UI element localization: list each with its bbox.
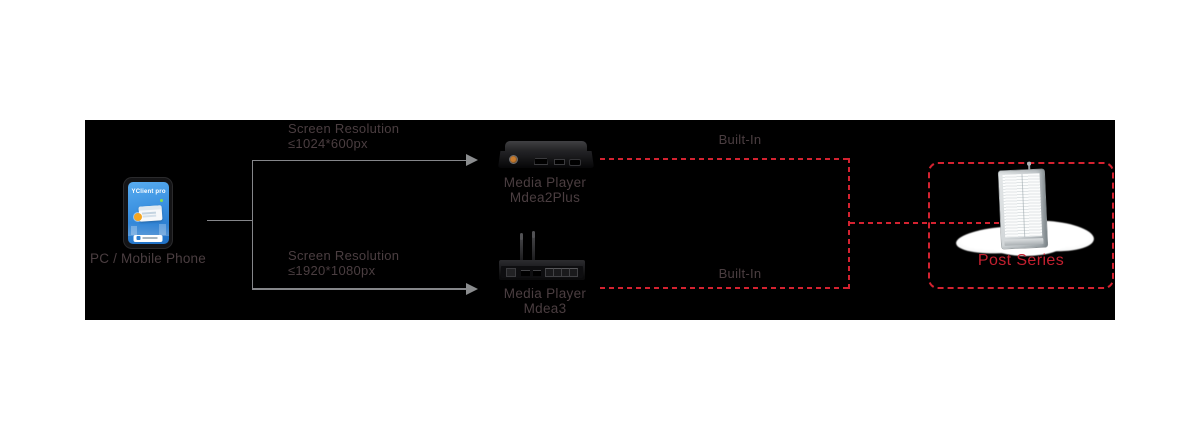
device-top-line2: Mdea2Plus (509, 190, 581, 205)
antenna-tip (519, 233, 523, 240)
builtin-label-bottom: Built-In (718, 266, 762, 281)
device-bottom-line1: Media Player (503, 286, 587, 301)
resolution-top-line1: Screen Resolution (288, 121, 400, 136)
media-player-router-icon (499, 231, 585, 282)
diagram-black-panel (85, 120, 1115, 320)
app-title: YClient pro (131, 189, 166, 195)
phone-icon: YClient pro (124, 178, 172, 248)
resolution-annotation-top: Screen Resolution ≤1024*600px (288, 121, 400, 151)
io-port-icon (533, 270, 541, 276)
resolution-bottom-line1: Screen Resolution (288, 248, 400, 263)
antenna-icon (532, 232, 535, 262)
dashed-connector-vertical (848, 158, 850, 289)
display-antenna-tip (1026, 161, 1031, 166)
device-top-line1: Media Player (503, 175, 587, 190)
app-window-titlebar (138, 205, 162, 211)
app-logo-icon (136, 236, 140, 240)
skyline-graphic (127, 223, 169, 236)
arrow-right-icon (466, 282, 478, 295)
dashed-connector-top (600, 158, 850, 160)
connector-branch-vertical (251, 160, 253, 289)
media-player-top-label: Media Player Mdea2Plus (495, 175, 595, 205)
power-port-icon (569, 158, 581, 166)
arrow-right-icon (466, 154, 478, 167)
app-footer-pill (133, 234, 163, 242)
antenna-icon (520, 234, 523, 262)
antenna-tip (531, 231, 535, 238)
connector-branch-top (252, 160, 466, 162)
resolution-top-line2: ≤1024*600px (288, 135, 368, 151)
building-graphic (130, 226, 137, 235)
status-dot-icon (159, 199, 163, 202)
app-footer-text-line (142, 237, 157, 239)
ethernet-port-icon (569, 268, 578, 277)
phone-screen: YClient pro (127, 182, 169, 244)
building-graphic (158, 224, 166, 235)
box-top-face (505, 141, 587, 153)
io-port-icon (521, 270, 530, 276)
connector-source-stub (207, 219, 252, 221)
hdmi-port-icon (534, 158, 548, 165)
media-player-box-icon (498, 141, 594, 171)
source-label: PC / Mobile Phone (90, 251, 206, 266)
app-window-lines (141, 211, 156, 215)
connector-branch-bottom (252, 288, 466, 290)
output-dashed-box (928, 162, 1114, 289)
app-window-graphic (138, 205, 162, 222)
lan-port-icon (506, 268, 516, 277)
media-player-bottom-label: Media Player Mdea3 (495, 286, 595, 316)
builtin-label-top: Built-In (718, 132, 762, 147)
output-series-label: Post Series (977, 252, 1065, 269)
poster-display-icon (998, 161, 1048, 249)
orange-badge-icon (133, 213, 142, 221)
device-bottom-line2: Mdea3 (523, 301, 567, 316)
resolution-bottom-line2: ≤1920*1080px (288, 262, 376, 278)
dashed-connector-output (850, 222, 1013, 224)
dashed-connector-bottom (600, 287, 850, 289)
usb-port-icon (554, 159, 565, 165)
resolution-annotation-bottom: Screen Resolution ≤1920*1080px (288, 248, 400, 278)
box-logo-icon (509, 155, 518, 164)
phone-notch (140, 178, 156, 182)
